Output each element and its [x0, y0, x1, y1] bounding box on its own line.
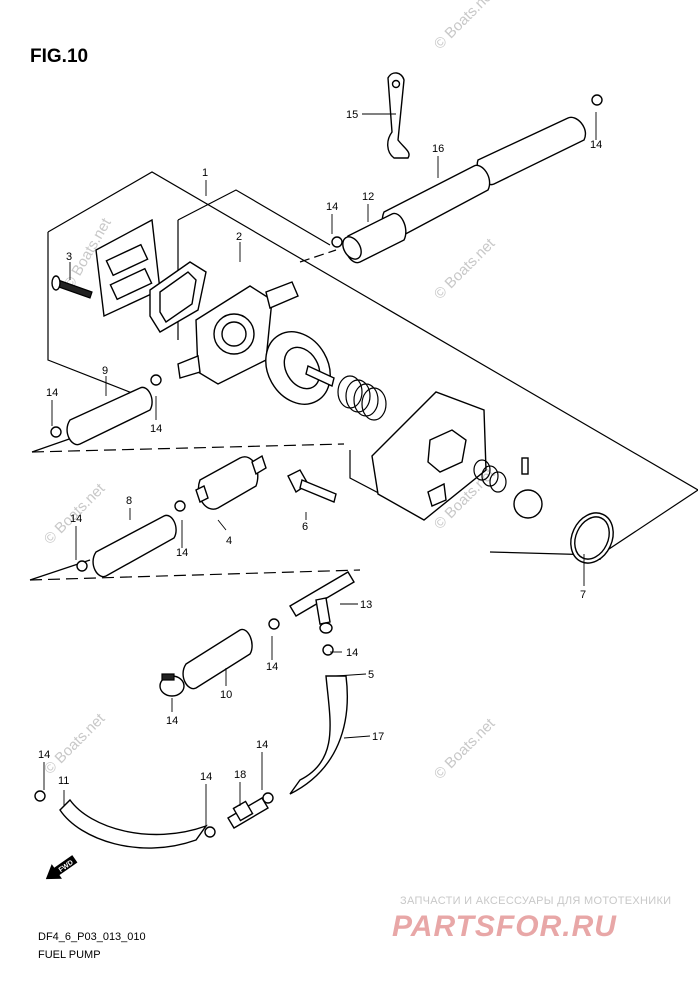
section-divider [31, 443, 345, 453]
part-spring [337, 375, 387, 421]
part-hose-curved [289, 675, 348, 795]
clip-group [34, 94, 603, 838]
clip [268, 618, 280, 630]
callout-12: 12 [362, 191, 374, 203]
callout-5: 5 [368, 669, 374, 681]
brand-logo: PARTSFOR.RU [392, 910, 617, 943]
part-hose [92, 514, 177, 578]
part-hose-long [59, 798, 208, 849]
section-divider [29, 569, 361, 581]
callout-3: 3 [66, 251, 72, 263]
callout-17: 16 [432, 143, 444, 155]
callout-4: 4 [226, 535, 232, 547]
watermark: © Boats.net [431, 0, 499, 53]
callout-14: 14 [176, 547, 188, 559]
callout-14: 14 [346, 647, 358, 659]
callout-14: 14 [38, 749, 50, 761]
clip [591, 94, 603, 106]
callout-11: 11 [58, 775, 69, 787]
callout-13: 13 [360, 599, 372, 611]
part-fuel-hose-upper [342, 116, 587, 264]
callout-18: 17 [372, 731, 384, 743]
part-bolt [287, 469, 337, 503]
part-screw [51, 275, 93, 299]
callout-14: 14 [266, 661, 278, 673]
assembly-frame-left [47, 232, 151, 401]
callout-14: 14 [590, 139, 602, 151]
brand-tagline: ЗАПЧАСТИ И АКСЕССУАРЫ ДЛЯ МОТОТЕХНИКИ [400, 895, 671, 907]
part-pump-housing [371, 391, 487, 521]
part-connector [227, 797, 269, 829]
part-hose [182, 628, 253, 690]
callout-14: 14 [150, 423, 162, 435]
callout-2: 2 [236, 231, 242, 243]
watermark: © Boats.net [431, 235, 499, 303]
callout-14: 14 [70, 513, 82, 525]
callout-6: 6 [302, 521, 308, 533]
callout-15: 14 [166, 715, 178, 727]
callout-10: 10 [220, 689, 232, 701]
part-hose [66, 386, 153, 446]
callout-14: 14 [256, 739, 268, 751]
clip [150, 374, 162, 386]
clip [262, 792, 274, 804]
callout-14: 14 [200, 771, 212, 783]
clip [50, 426, 62, 438]
callout-14: 14 [326, 201, 338, 213]
part-hose-clamp [159, 673, 185, 697]
callout-16: 15 [346, 109, 358, 121]
clip [204, 826, 216, 838]
part-o-ring-inner [574, 516, 610, 560]
clip [174, 500, 186, 512]
part-fuel-filter [195, 454, 267, 510]
section-divider [299, 249, 337, 263]
callout-9: 9 [102, 365, 108, 377]
clip [322, 644, 334, 656]
part-clip [387, 72, 410, 159]
leader-lines [43, 112, 597, 826]
part-gasket [149, 261, 207, 333]
part-t-joint [289, 571, 355, 634]
watermark: © Boats.net [41, 710, 109, 778]
clip [331, 236, 343, 248]
callout-labels: 1 2 3 4 5 6 7 8 9 10 11 12 13 14 14 14 1… [38, 109, 602, 787]
callout-14: 14 [46, 387, 58, 399]
clip [76, 560, 88, 572]
diagram-code: DF4_6_P03_013_010 [38, 931, 146, 943]
diagram-name: FUEL PUMP [38, 949, 101, 961]
figure-title: FIG.10 [30, 46, 88, 67]
fwd-label: FWD [58, 859, 75, 874]
watermark: © Boats.net [431, 715, 499, 783]
callout-7: 7 [580, 589, 586, 601]
part-pump-body [177, 281, 299, 385]
callout-19: 18 [234, 769, 246, 781]
clip [34, 790, 46, 802]
part-valve-spring [473, 457, 543, 519]
forward-arrow-icon: FWD [45, 855, 78, 880]
callout-8: 8 [126, 495, 132, 507]
part-diaphragm [265, 331, 335, 405]
callout-1: 1 [202, 167, 208, 179]
assembly-frame-inner [177, 189, 331, 246]
